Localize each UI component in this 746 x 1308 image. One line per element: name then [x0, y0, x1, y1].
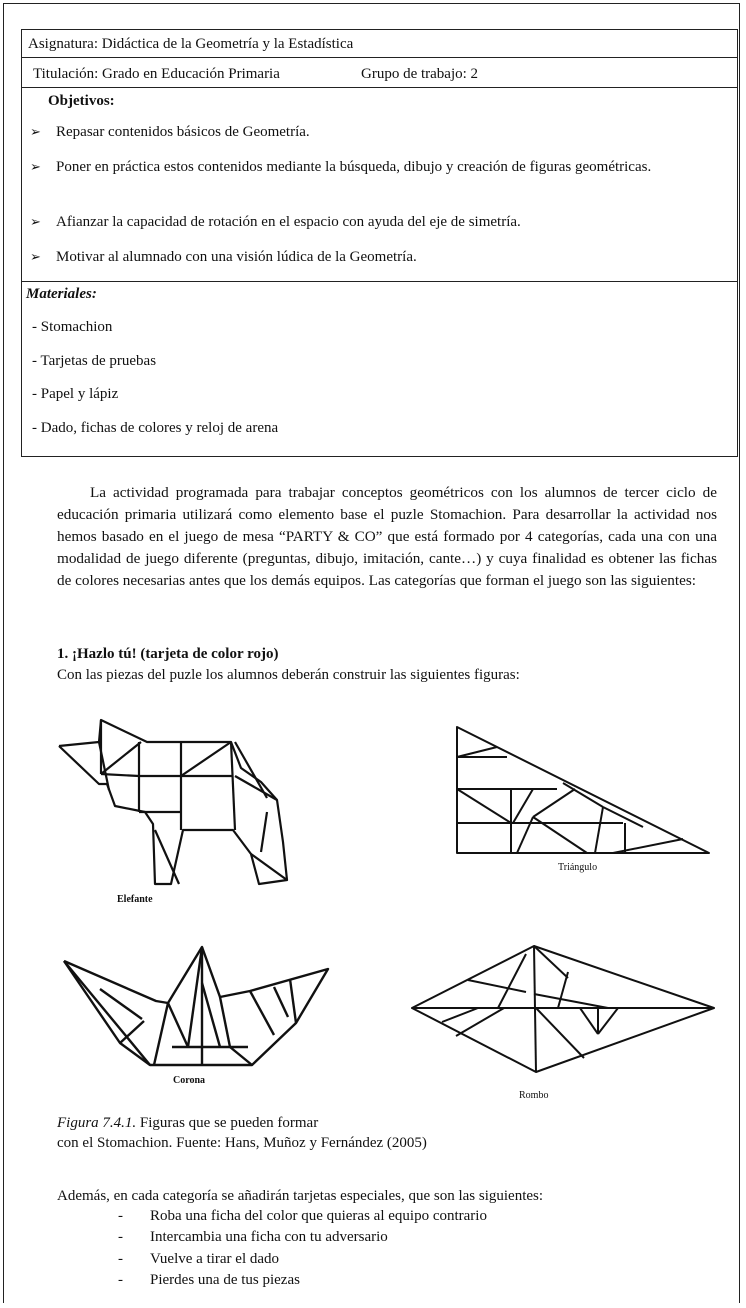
- corona-label: Corona: [173, 1075, 206, 1086]
- asignatura-row: Asignatura: Didáctica de la Geometría y …: [22, 30, 737, 58]
- dash-marker: -: [118, 1229, 123, 1245]
- material-item: - Stomachion: [32, 319, 113, 335]
- section-heading: 1. ¡Hazlo tú! (tarjeta de color rojo): [57, 646, 279, 662]
- special-item-text: Vuelve a tirar el dado: [150, 1251, 280, 1267]
- dash-marker: -: [118, 1251, 123, 1267]
- triangulo-figure: [456, 726, 710, 854]
- asignatura-text: Asignatura: Didáctica de la Geometría y …: [28, 36, 354, 52]
- objetivos-row: Objetivos: ➢ Repasar contenidos básicos …: [22, 88, 737, 282]
- material-item: - Dado, fichas de colores y reloj de are…: [32, 420, 279, 436]
- material-item: - Tarjetas de pruebas: [32, 353, 157, 369]
- objetivos-title: Objetivos:: [48, 93, 115, 109]
- objetivo-item: Poner en práctica estos contenidos media…: [56, 159, 652, 175]
- special-item-text: Pierdes una de tus piezas: [150, 1272, 300, 1288]
- figure-caption: Figura 7.4.1. Figuras que se pueden form…: [57, 1113, 427, 1153]
- caption-line1: Figuras que se pueden formar: [136, 1115, 319, 1131]
- elefante-label: Elefante: [117, 894, 153, 905]
- page-frame: [3, 3, 740, 1303]
- materiales-title: Materiales:: [26, 286, 97, 302]
- material-item: - Papel y lápiz: [32, 386, 119, 402]
- special-intro: Además, en cada categoría se añadirán ta…: [57, 1188, 544, 1204]
- objetivo-item: Repasar contenidos básicos de Geometría.: [56, 124, 310, 140]
- caption-label: Figura 7.4.1.: [57, 1115, 137, 1131]
- grupo-text: Grupo de trabajo: 2: [361, 66, 479, 82]
- intro-paragraph: La actividad programada para trabajar co…: [57, 482, 717, 592]
- special-item-text: Roba una ficha del color que quieras al …: [150, 1208, 487, 1224]
- elefante-figure: [58, 718, 289, 886]
- titulacion-row: Titulación: Grado en Educación Primaria …: [22, 58, 737, 88]
- titulacion-text: Titulación: Grado en Educación Primaria: [33, 66, 280, 82]
- rombo-label: Rombo: [519, 1090, 549, 1101]
- intro-text: La actividad programada para trabajar co…: [57, 484, 717, 589]
- bullet-icon: ➢: [30, 249, 41, 264]
- caption-line2: con el Stomachion. Fuente: Hans, Muñoz y…: [57, 1135, 427, 1151]
- bullet-icon: ➢: [30, 214, 41, 229]
- rombo-figure: [411, 945, 715, 1073]
- section-text: Con las piezas del puzle los alumnos deb…: [57, 667, 520, 683]
- objetivo-item: Afianzar la capacidad de rotación en el …: [56, 214, 521, 230]
- materiales-row: Materiales: - Stomachion - Tarjetas de p…: [22, 282, 737, 456]
- bullet-icon: ➢: [30, 124, 41, 139]
- dash-marker: -: [118, 1272, 123, 1288]
- info-table: Asignatura: Didáctica de la Geometría y …: [21, 29, 738, 457]
- triangulo-label: Triángulo: [558, 862, 598, 873]
- bullet-icon: ➢: [30, 159, 41, 174]
- special-item-text: Intercambia una ficha con tu adversario: [150, 1229, 388, 1245]
- corona-figure: [63, 945, 330, 1067]
- objetivo-item: Motivar al alumnado con una visión lúdic…: [56, 249, 417, 265]
- dash-marker: -: [118, 1208, 123, 1224]
